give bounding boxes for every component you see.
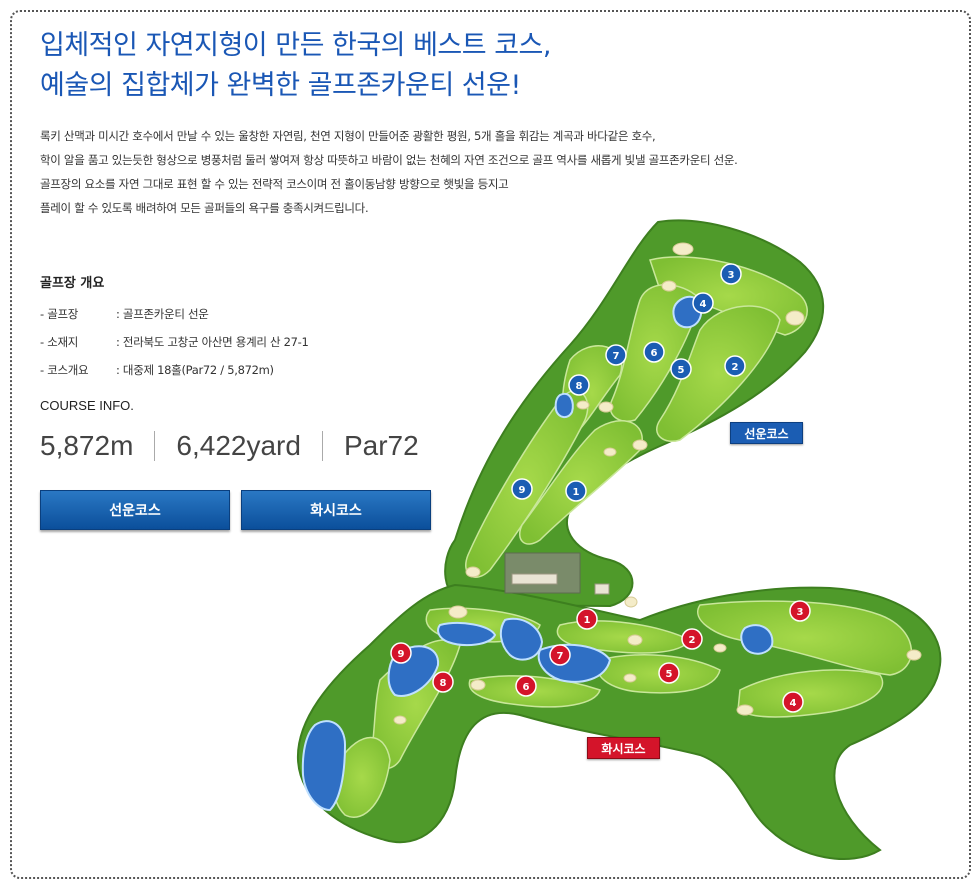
sunwoon-hole-6-marker[interactable]: 6	[643, 341, 665, 363]
sunwoon-hole-7-marker[interactable]: 7	[605, 344, 627, 366]
hole-number: 3	[728, 270, 735, 281]
overview-label: - 소재지	[40, 335, 79, 349]
headline-line-2: 예술의 집합체가 완벽한 골프존카운티 선운!	[40, 70, 521, 101]
course-info-title: COURSE INFO.	[40, 398, 134, 413]
hwasi-hole-3-marker[interactable]: 3	[789, 600, 811, 622]
course-stats: 5,872m 6,422yard Par72	[40, 430, 419, 462]
hole-number: 4	[790, 698, 797, 709]
hwasi-hole-1-marker[interactable]: 1	[576, 608, 598, 630]
overview-label: - 골프장	[40, 307, 79, 321]
hole-number: 1	[573, 487, 580, 498]
hwasi-hole-markers: 1 2 3 4 5 6 7 8 9	[390, 600, 811, 713]
course-length-yards: 6,422yard	[176, 430, 301, 461]
overview-row: - 소재지 : 전라북도 고창군 아산면 용계리 산 27-1	[40, 328, 309, 356]
hole-number: 6	[523, 682, 530, 693]
clubhouse	[504, 552, 610, 595]
hole-number: 1	[584, 615, 591, 626]
hole-number: 2	[732, 362, 739, 373]
hole-number: 7	[613, 351, 620, 362]
stat-divider	[154, 431, 156, 461]
intro-line: 록키 산맥과 미시간 호수에서 만날 수 있는 울창한 자연림, 천연 지형이 …	[40, 129, 656, 143]
sunwoon-hole-4-marker[interactable]: 4	[692, 292, 714, 314]
sunwoon-hole-2-marker[interactable]: 2	[724, 355, 746, 377]
hwasi-course-button[interactable]: 화시코스	[241, 490, 431, 530]
overview-value: : 전라북도 고창군 아산면 용계리 산 27-1	[116, 335, 309, 349]
sunwoon-course-button[interactable]: 선운코스	[40, 490, 230, 530]
hole-number: 2	[689, 635, 696, 646]
sunwoon-hole-8-marker[interactable]: 8	[568, 374, 590, 396]
hwasi-hole-5-marker[interactable]: 5	[658, 662, 680, 684]
intro-text: 록키 산맥과 미시간 호수에서 만날 수 있는 울창한 자연림, 천연 지형이 …	[40, 124, 738, 220]
course-length-meters: 5,872m	[40, 430, 134, 461]
hwasi-hole-7-marker[interactable]: 7	[549, 644, 571, 666]
hwasi-hole-9-marker[interactable]: 9	[390, 642, 412, 664]
hole-number: 8	[576, 381, 583, 392]
overview-title: 골프장 개요	[40, 276, 105, 291]
stat-divider	[321, 431, 323, 461]
overview-row: - 코스개요 : 대중제 18홀(Par72 / 5,872m)	[40, 356, 309, 384]
intro-line: 골프장의 요소를 자연 그대로 표현 할 수 있는 전략적 코스이며 전 홀이동…	[40, 177, 509, 191]
sunwoon-hole-1-marker[interactable]: 1	[565, 480, 587, 502]
hole-number: 5	[678, 365, 685, 376]
sand-bunkers	[393, 242, 922, 725]
sunwoon-hole-9-marker[interactable]: 9	[511, 478, 533, 500]
sunwoon-hole-5-marker[interactable]: 5	[670, 358, 692, 380]
course-par: Par72	[343, 430, 419, 461]
sunwoon-hole-markers: 1 2 3 4 5 6 7 8 9	[511, 263, 746, 502]
intro-line: 학이 알을 품고 있는듯한 형상으로 병풍처럼 둘러 쌓여져 항상 따뜻하고 바…	[40, 153, 738, 167]
sunwoon-course-label[interactable]: 선운코스	[730, 422, 803, 444]
hwasi-hole-6-marker[interactable]: 6	[515, 675, 537, 697]
overview-value: : 대중제 18홀(Par72 / 5,872m)	[116, 363, 274, 377]
overview-label: - 코스개요	[40, 363, 89, 377]
hwasi-hole-4-marker[interactable]: 4	[782, 691, 804, 713]
hwasi-hole-2-marker[interactable]: 2	[681, 628, 703, 650]
overview-list: - 골프장 : 골프존카운티 선운 - 소재지 : 전라북도 고창군 아산면 용…	[40, 300, 309, 384]
hole-number: 3	[797, 607, 804, 618]
hole-number: 8	[440, 678, 447, 689]
intro-line: 플레이 할 수 있도록 배려하여 모든 골퍼들의 욕구를 충족시켜드립니다.	[40, 201, 369, 215]
overview-row: - 골프장 : 골프존카운티 선운	[40, 300, 309, 328]
hwasi-course-label[interactable]: 화시코스	[587, 737, 660, 759]
hole-number: 4	[700, 299, 707, 310]
hole-number: 6	[651, 348, 658, 359]
sunwoon-hole-3-marker[interactable]: 3	[720, 263, 742, 285]
hwasi-hole-8-marker[interactable]: 8	[432, 671, 454, 693]
headline: 입체적인 자연지형이 만든 한국의 베스트 코스, 예술의 집합체가 완벽한 골…	[40, 26, 551, 106]
overview-value: : 골프존카운티 선운	[116, 307, 209, 321]
hole-number: 9	[398, 649, 405, 660]
hole-number: 9	[519, 485, 526, 496]
hole-number: 7	[557, 651, 564, 662]
headline-line-1: 입체적인 자연지형이 만든 한국의 베스트 코스,	[40, 30, 551, 61]
hole-number: 5	[666, 669, 673, 680]
